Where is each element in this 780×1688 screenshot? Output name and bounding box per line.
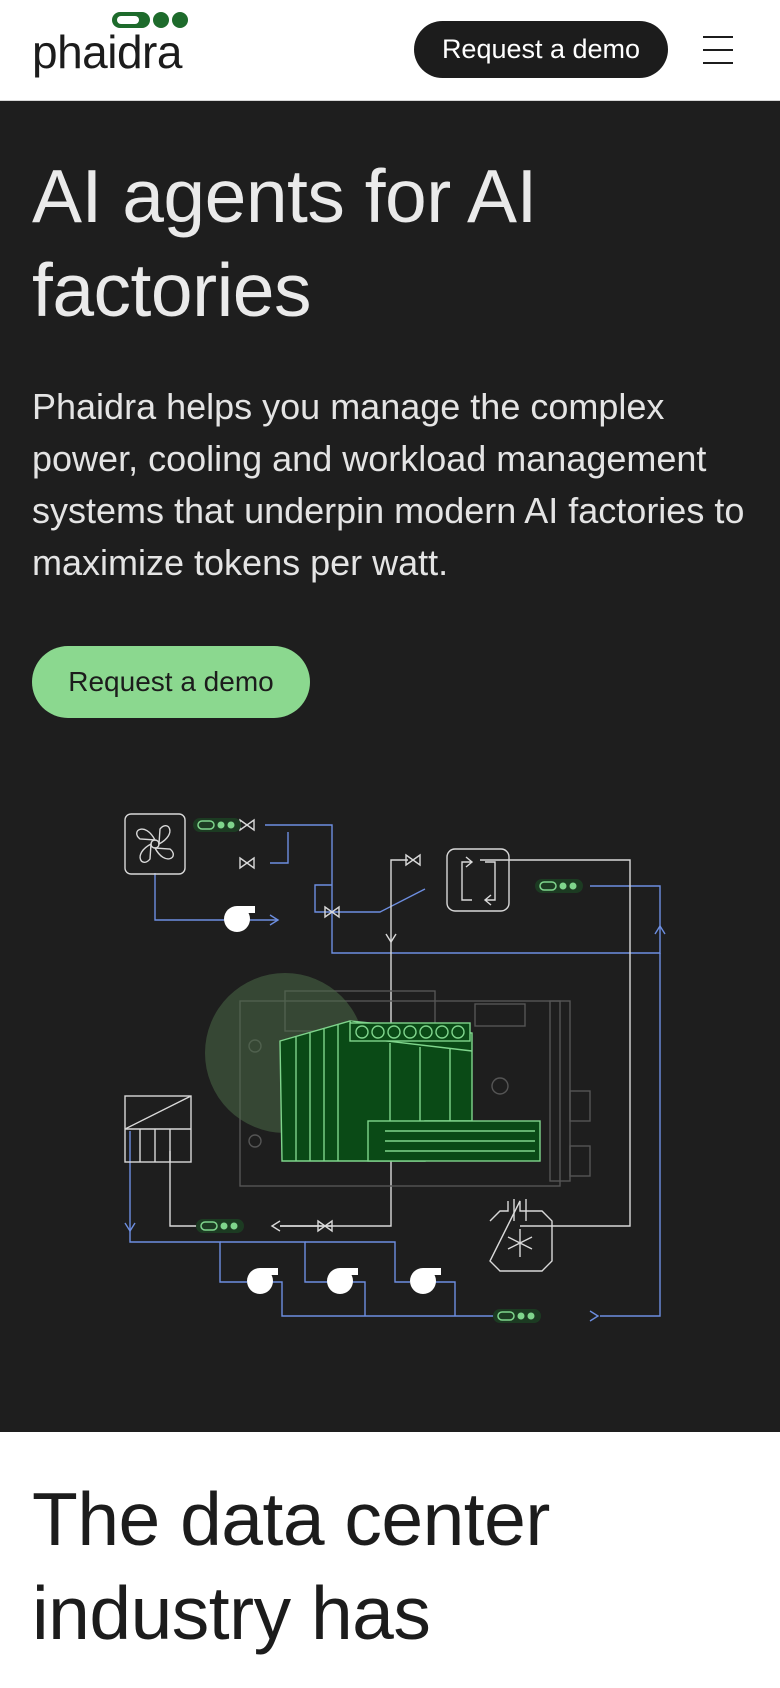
chiller-icon xyxy=(489,1199,553,1272)
header-request-demo-button[interactable]: Request a demo xyxy=(414,21,668,78)
pump-icons xyxy=(224,906,441,1294)
hamburger-menu-icon[interactable] xyxy=(700,32,736,68)
blue-pipes xyxy=(124,824,666,1322)
server-rack-icon xyxy=(279,1020,541,1162)
section-title: The data center industry has xyxy=(32,1477,550,1655)
hero-subtitle: Phaidra helps you manage the complex pow… xyxy=(32,386,745,583)
hero-title: AI agents for AI factories xyxy=(32,154,537,332)
hero-request-demo-button[interactable]: Request a demo xyxy=(32,646,310,718)
logo-dot xyxy=(172,12,188,28)
logo-pill xyxy=(112,12,150,28)
phaidra-logo[interactable]: phaidra xyxy=(32,12,192,78)
site-header: phaidra Request a demo xyxy=(0,0,780,101)
status-indicators xyxy=(193,818,583,1323)
heat-exchanger-icon xyxy=(446,848,510,912)
cooling-tower-icon xyxy=(124,1095,192,1163)
server-fans xyxy=(355,1025,535,1152)
logo-mark-icon xyxy=(112,12,188,28)
industry-section: The data center industry has xyxy=(0,1432,780,1688)
cooling-system-diagram xyxy=(124,813,666,1323)
logo-wordmark: phaidra xyxy=(32,26,182,78)
hero-section: AI agents for AI factories Phaidra helps… xyxy=(0,101,780,1432)
logo-dot xyxy=(153,12,169,28)
fan-unit-icon xyxy=(124,813,186,875)
